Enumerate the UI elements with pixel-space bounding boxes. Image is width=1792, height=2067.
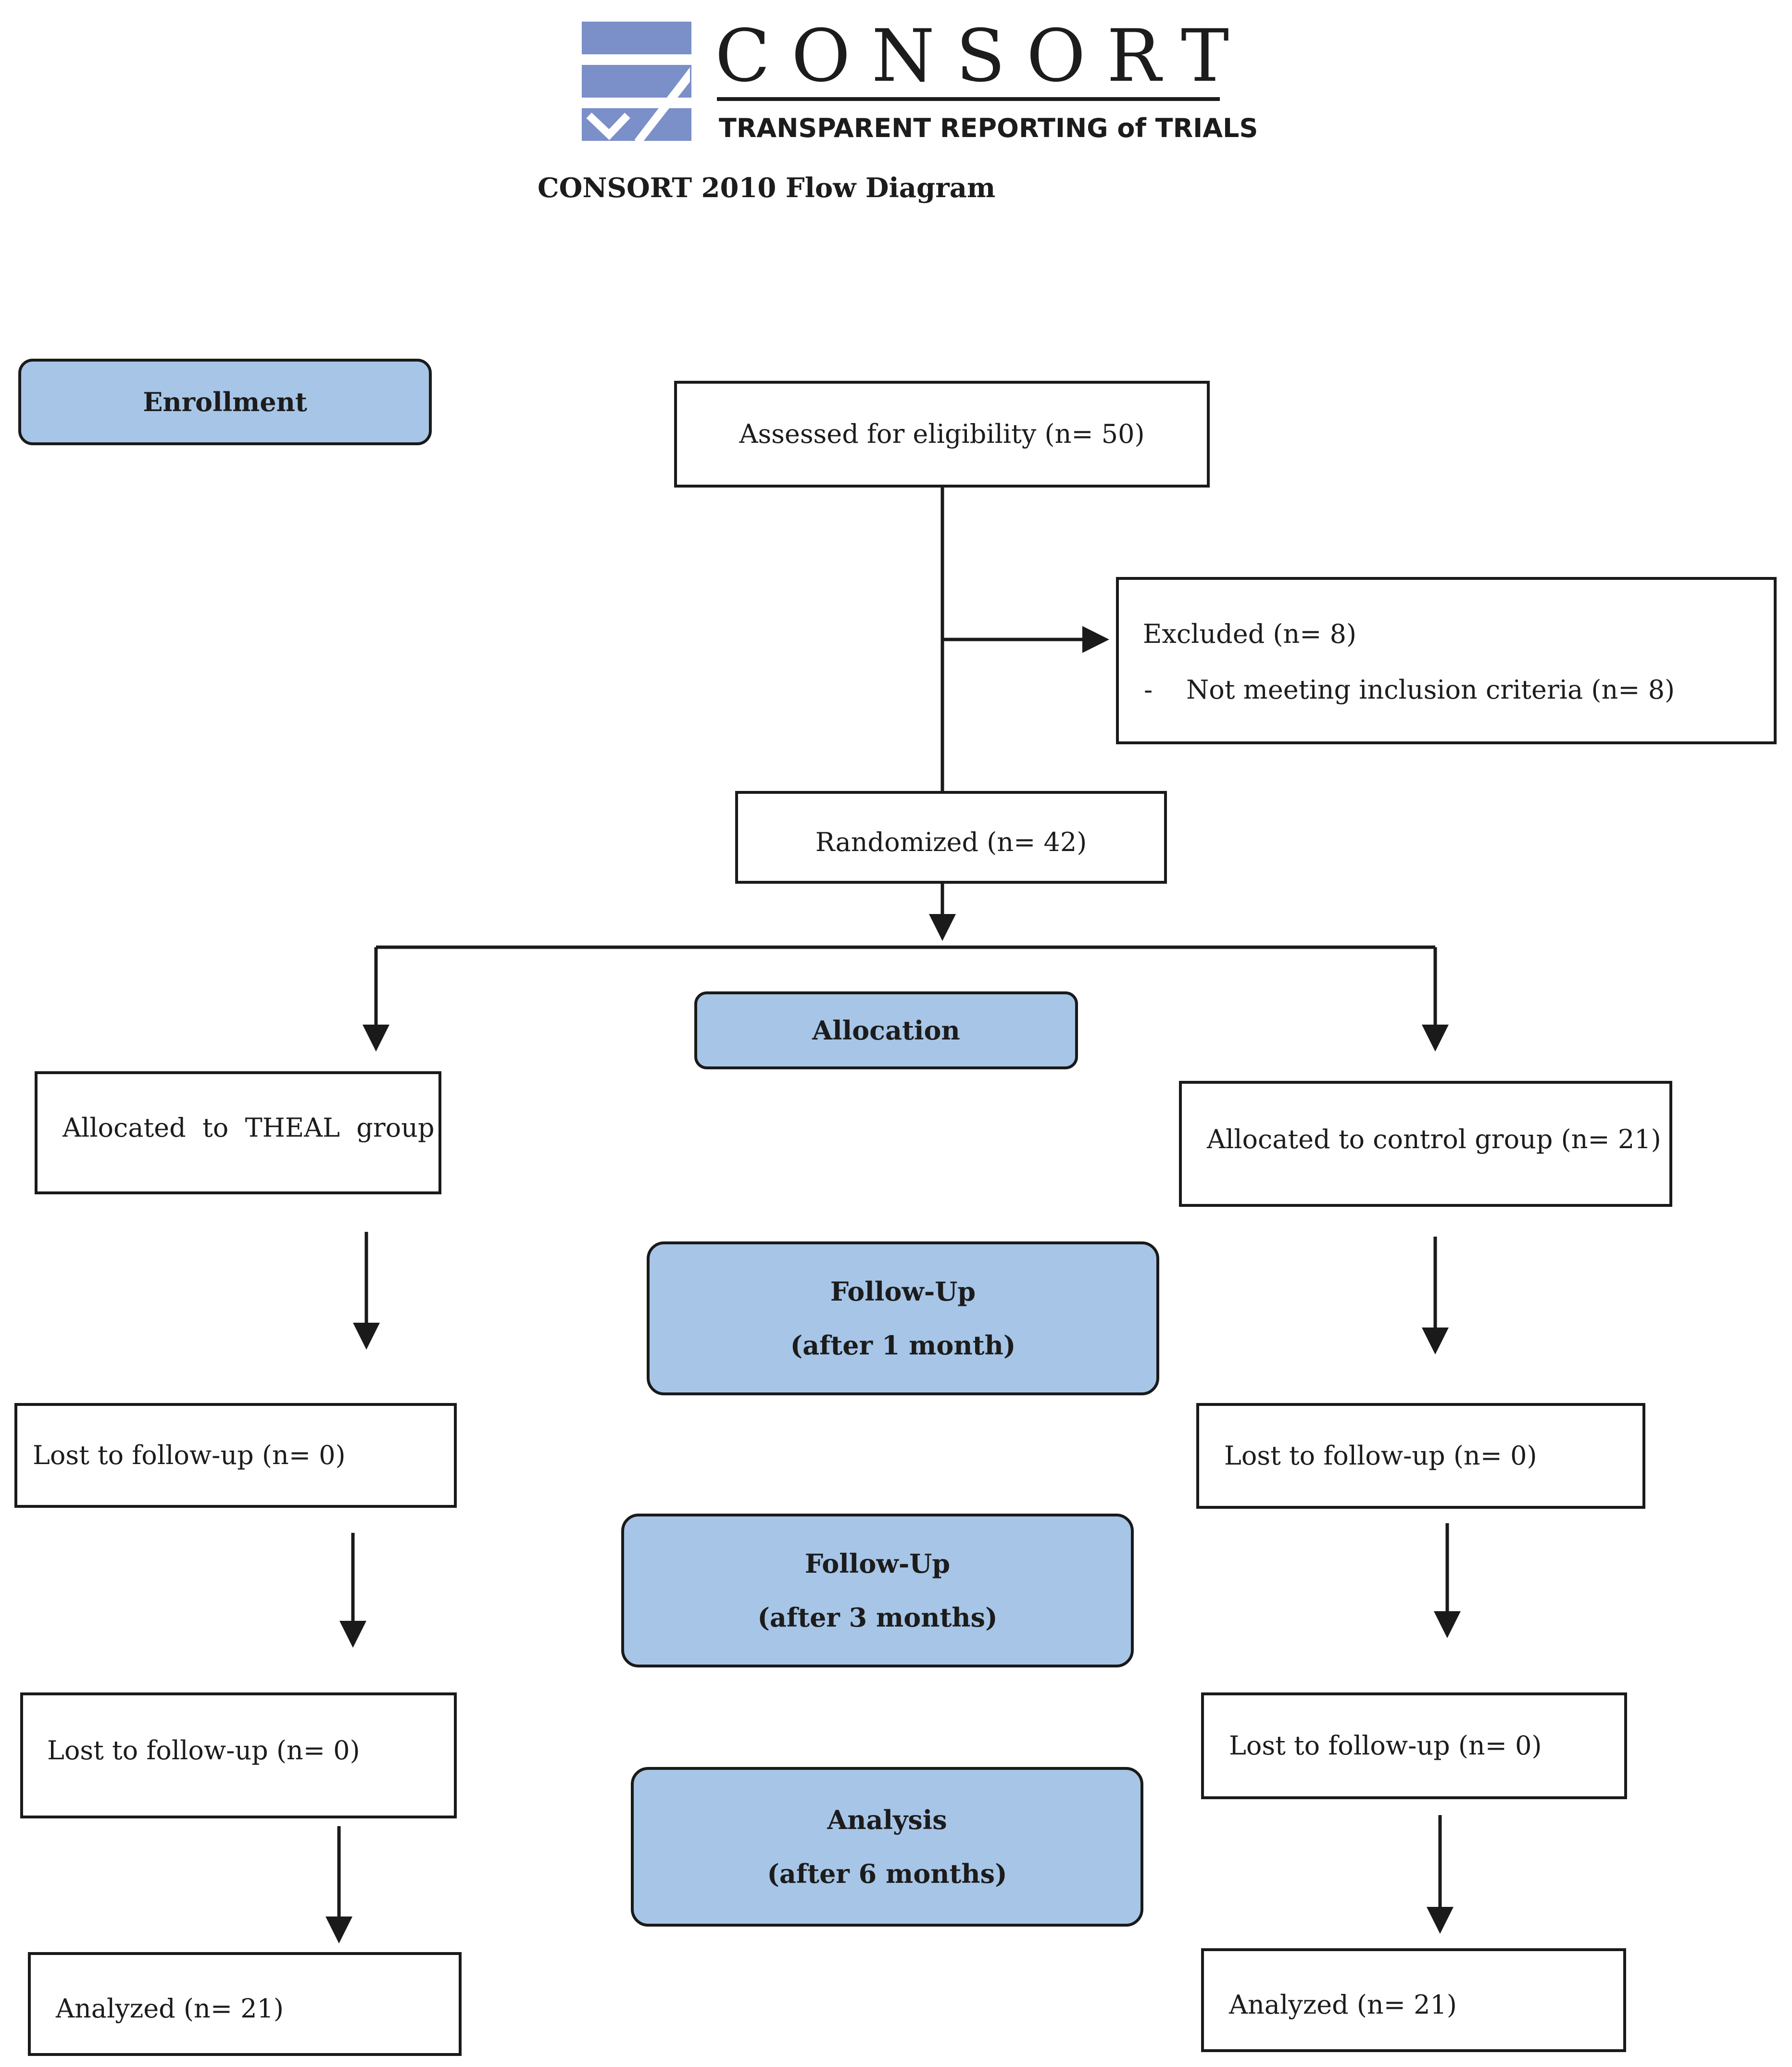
right-lost-1-text: Lost to follow-up (n= 0) — [1224, 1441, 1537, 1471]
left-lost-1-box: Lost to follow-up (n= 0) — [14, 1403, 457, 1508]
right-analyzed-text: Analyzed (n= 21) — [1229, 1990, 1457, 2020]
left-lost-3-text: Lost to follow-up (n= 0) — [47, 1735, 360, 1766]
left-lost-1-text: Lost to follow-up (n= 0) — [33, 1440, 346, 1470]
phase-followup-1-subtitle: (after 1 month) — [790, 1330, 1016, 1361]
logo-rule — [717, 97, 1220, 101]
right-analyzed-box: Analyzed (n= 21) — [1201, 1948, 1626, 2052]
left-allocated-text: Allocated to THEAL group — [63, 1113, 435, 1143]
logo-word: CONSORT — [715, 14, 1251, 98]
phase-analysis-title: Analysis — [827, 1804, 947, 1835]
phase-followup-3-subtitle: (after 3 months) — [757, 1602, 998, 1633]
assessed-box: Assessed for eligibility (n= 50) — [674, 381, 1210, 488]
randomized-box: Randomized (n= 42) — [735, 791, 1167, 884]
phase-analysis-subtitle: (after 6 months) — [767, 1858, 1007, 1889]
phase-followup-1-title: Follow-Up — [830, 1276, 976, 1307]
right-lost-3-text: Lost to follow-up (n= 0) — [1229, 1730, 1542, 1761]
consort-logo-mark — [582, 22, 691, 148]
phase-allocation-label: Allocation — [812, 1015, 960, 1046]
right-allocated-box: Allocated to control group (n= 21) — [1179, 1081, 1672, 1207]
excluded-bullet: - — [1144, 675, 1153, 705]
right-allocated-text: Allocated to control group (n= 21) — [1207, 1124, 1661, 1154]
right-lost-1-box: Lost to follow-up (n= 0) — [1196, 1403, 1645, 1509]
assessed-text: Assessed for eligibility (n= 50) — [739, 419, 1145, 449]
logo-tagline: TRANSPARENT REPORTING of TRIALS — [719, 113, 1258, 143]
excluded-reason-text: Not meeting inclusion criteria (n= 8) — [1186, 675, 1675, 705]
right-lost-3-box: Lost to follow-up (n= 0) — [1201, 1692, 1627, 1799]
excluded-text: Excluded (n= 8) — [1143, 619, 1357, 649]
randomized-text: Randomized (n= 42) — [815, 827, 1087, 857]
phase-allocation: Allocation — [694, 991, 1078, 1069]
phase-followup-3-title: Follow-Up — [804, 1548, 951, 1579]
phase-followup-3: Follow-Up (after 3 months) — [621, 1514, 1134, 1667]
left-allocated-box: Allocated to THEAL group — [35, 1071, 441, 1194]
left-lost-3-box: Lost to follow-up (n= 0) — [20, 1692, 457, 1818]
phase-followup-1: Follow-Up (after 1 month) — [647, 1241, 1159, 1395]
left-analyzed-box: Analyzed (n= 21) — [28, 1952, 462, 2056]
left-analyzed-text: Analyzed (n= 21) — [56, 1993, 284, 2024]
phase-enrollment: Enrollment — [18, 359, 432, 445]
consort-logo: CONSORT TRANSPARENT REPORTING of TRIALS — [579, 19, 1258, 154]
phase-enrollment-label: Enrollment — [143, 387, 307, 417]
phase-analysis: Analysis (after 6 months) — [631, 1767, 1143, 1927]
excluded-box: Excluded (n= 8) - Not meeting inclusion … — [1116, 577, 1777, 744]
diagram-title: CONSORT 2010 Flow Diagram — [538, 172, 996, 204]
